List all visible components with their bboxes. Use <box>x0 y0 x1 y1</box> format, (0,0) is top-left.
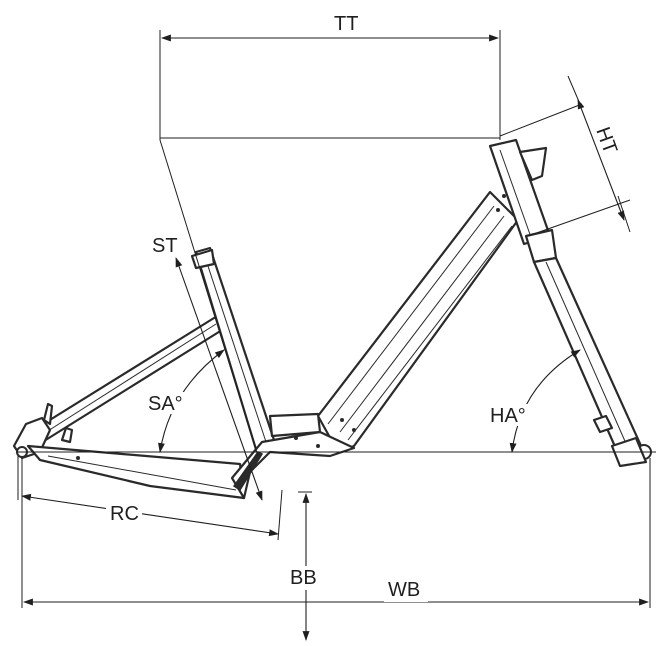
ha-arc <box>509 349 581 453</box>
ha-label: HA° <box>490 405 526 427</box>
ht-dimension <box>577 99 625 221</box>
sa-label: SA° <box>148 393 183 415</box>
wb-label: WB <box>388 579 420 601</box>
rc-dimension <box>21 493 279 537</box>
bike-frame <box>12 138 652 500</box>
dimension-lines <box>17 30 656 641</box>
ht-label: HT <box>591 124 621 157</box>
st-label: ST <box>152 235 178 257</box>
bb-label: BB <box>290 567 317 589</box>
rc-label: RC <box>110 503 139 525</box>
tt-label: TT <box>334 13 358 35</box>
dimension-labels: TT HT ST SA° HA° RC BB WB <box>106 12 621 602</box>
